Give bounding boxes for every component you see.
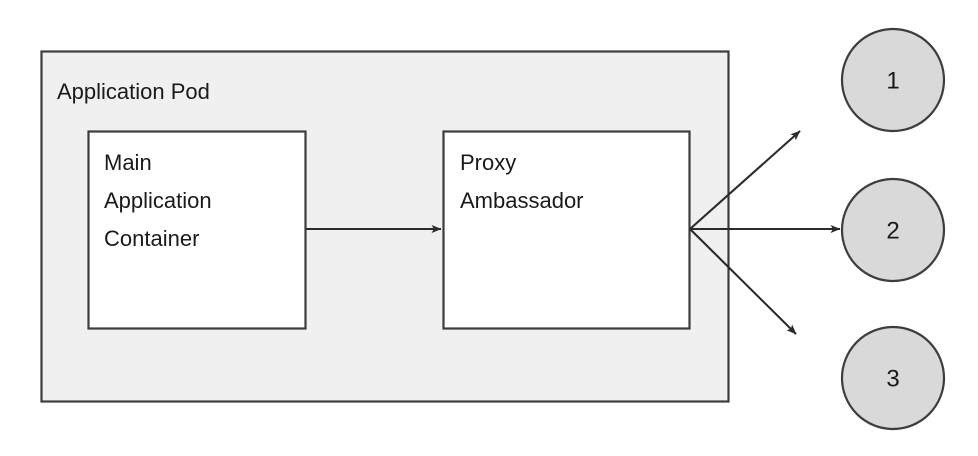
proxy-ambassador-line-2: Ambassador [460, 188, 584, 213]
proxy-ambassador-box[interactable] [442, 130, 691, 330]
main-application-container-line-2: Application [104, 188, 212, 213]
endpoint-3-circle[interactable] [840, 325, 946, 431]
main-application-container-line-3: Container [104, 226, 199, 251]
proxy-ambassador-line-1: Proxy [460, 150, 516, 175]
connector-proxy-to-endpoint-3 [689, 228, 797, 335]
endpoint-3-label: 3 [886, 366, 899, 393]
application-pod-label: Application Pod [57, 79, 210, 104]
endpoint-2-label: 2 [886, 218, 899, 245]
main-application-container-box[interactable] [87, 130, 307, 330]
endpoint-1-label: 1 [886, 68, 899, 95]
endpoint-1-circle[interactable] [840, 27, 946, 133]
connector-proxy-to-endpoint-1 [689, 130, 801, 230]
endpoint-2-circle[interactable] [840, 177, 946, 283]
main-application-container-line-1: Main [104, 150, 152, 175]
